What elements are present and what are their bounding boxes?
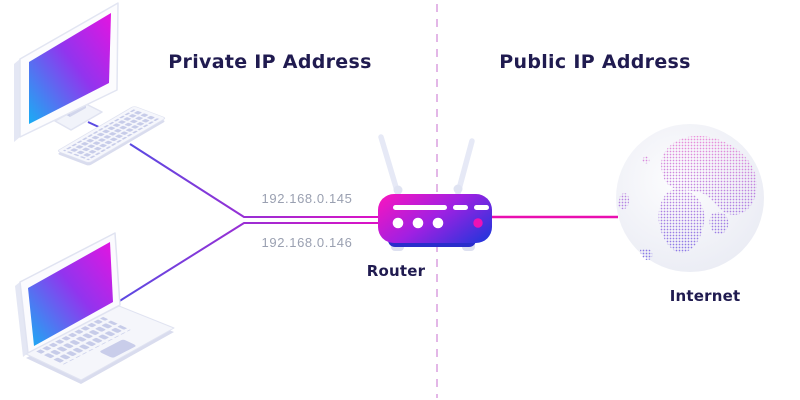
keyboard-icon bbox=[57, 106, 166, 163]
router-power-led bbox=[473, 218, 483, 228]
private-section-title: Private IP Address bbox=[168, 51, 372, 73]
laptop-ip-label: 192.168.0.146 bbox=[261, 235, 353, 250]
desktop-connection-line bbox=[129, 143, 378, 218]
desktop-computer-icon bbox=[14, 2, 166, 166]
router-led-2 bbox=[412, 217, 424, 229]
public-section-title: Public IP Address bbox=[499, 51, 691, 73]
router-body bbox=[378, 194, 492, 243]
laptop-keys bbox=[36, 316, 131, 365]
router-label: Router bbox=[366, 262, 426, 280]
keyboard-keys bbox=[62, 108, 161, 161]
router-vent-bar bbox=[393, 205, 447, 210]
router-icon bbox=[378, 134, 492, 251]
laptop-touchpad bbox=[100, 339, 136, 358]
router-vent-dash-1 bbox=[453, 205, 468, 210]
router-antenna-joint-left bbox=[393, 185, 403, 195]
laptop-lid-side bbox=[15, 282, 28, 357]
desktop-ip-label: 192.168.0.145 bbox=[261, 191, 353, 206]
router-led-1 bbox=[392, 217, 404, 229]
globe-continents bbox=[618, 135, 757, 261]
internet-globe-icon bbox=[616, 124, 764, 272]
router-antenna-right bbox=[455, 138, 475, 196]
router-antenna-joint-right bbox=[453, 184, 463, 194]
laptop-connection-line bbox=[117, 222, 378, 303]
monitor-screen bbox=[29, 13, 111, 124]
laptop-computer-icon bbox=[15, 232, 175, 384]
internet-label: Internet bbox=[669, 287, 741, 305]
laptop-screen bbox=[28, 242, 113, 346]
monitor-side-face bbox=[14, 59, 20, 142]
router-antenna-left bbox=[378, 134, 401, 197]
router-vent-dash-2 bbox=[474, 205, 489, 210]
router-led-3 bbox=[432, 217, 444, 229]
